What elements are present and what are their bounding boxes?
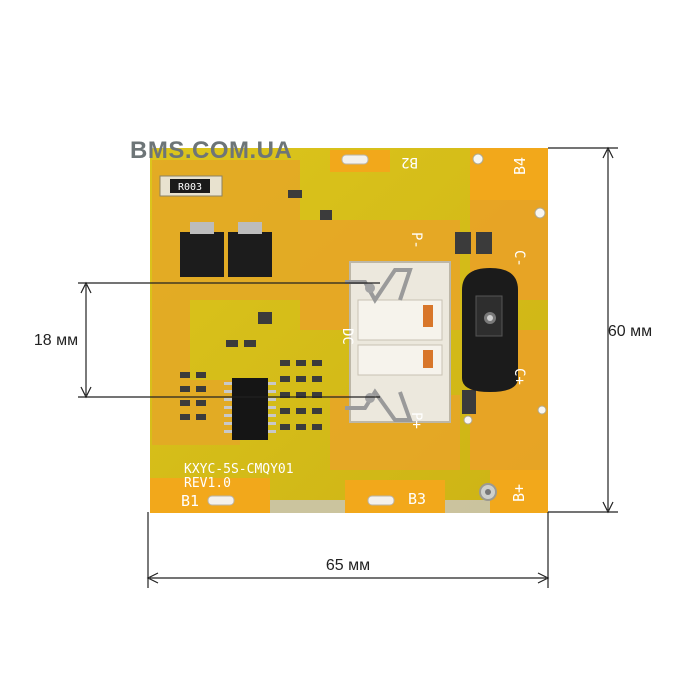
pad-b1-label: B1 [181,492,199,510]
smd-components [180,190,492,430]
pad-b2-label: B2 [401,154,418,170]
bms-ic [224,378,276,440]
watermark-logo: BMS.COM.UA [130,137,292,164]
shunt-resistor: R003 [159,175,223,197]
pad-p-plus-label: P+ [408,412,424,429]
dc-jack [462,268,518,392]
mosfets [180,222,272,277]
connector-dc-label: DC [339,328,355,345]
width-dimension-label: 65 мм [326,557,370,574]
pad-p-minus-label: P- [408,232,424,249]
pad-c-minus-label: C- [511,250,527,267]
dc-connector [345,261,451,423]
silkscreen: KXYC-5S-CMQY01 REV1.0 B1 B3 B2 B4 B+ P- … [181,154,529,510]
resistor-marking: R003 [178,182,202,193]
pad-b4-label: B4 [511,157,529,175]
height-dimension-label: 60 мм [608,323,652,340]
pad-slots [207,154,395,506]
pad-b-plus-label: B+ [510,484,528,502]
dimension-lines [78,146,618,588]
mounting-holes [463,153,547,501]
solder-pads [150,148,548,513]
pad-b3-label: B3 [408,490,426,508]
port-spacing-dimension-label: 18 мм [34,332,78,349]
board-revision-label: REV1.0 [184,476,231,491]
board-model-label: KXYC-5S-CMQY01 [184,462,294,477]
pad-c-plus-label: C+ [511,368,527,385]
